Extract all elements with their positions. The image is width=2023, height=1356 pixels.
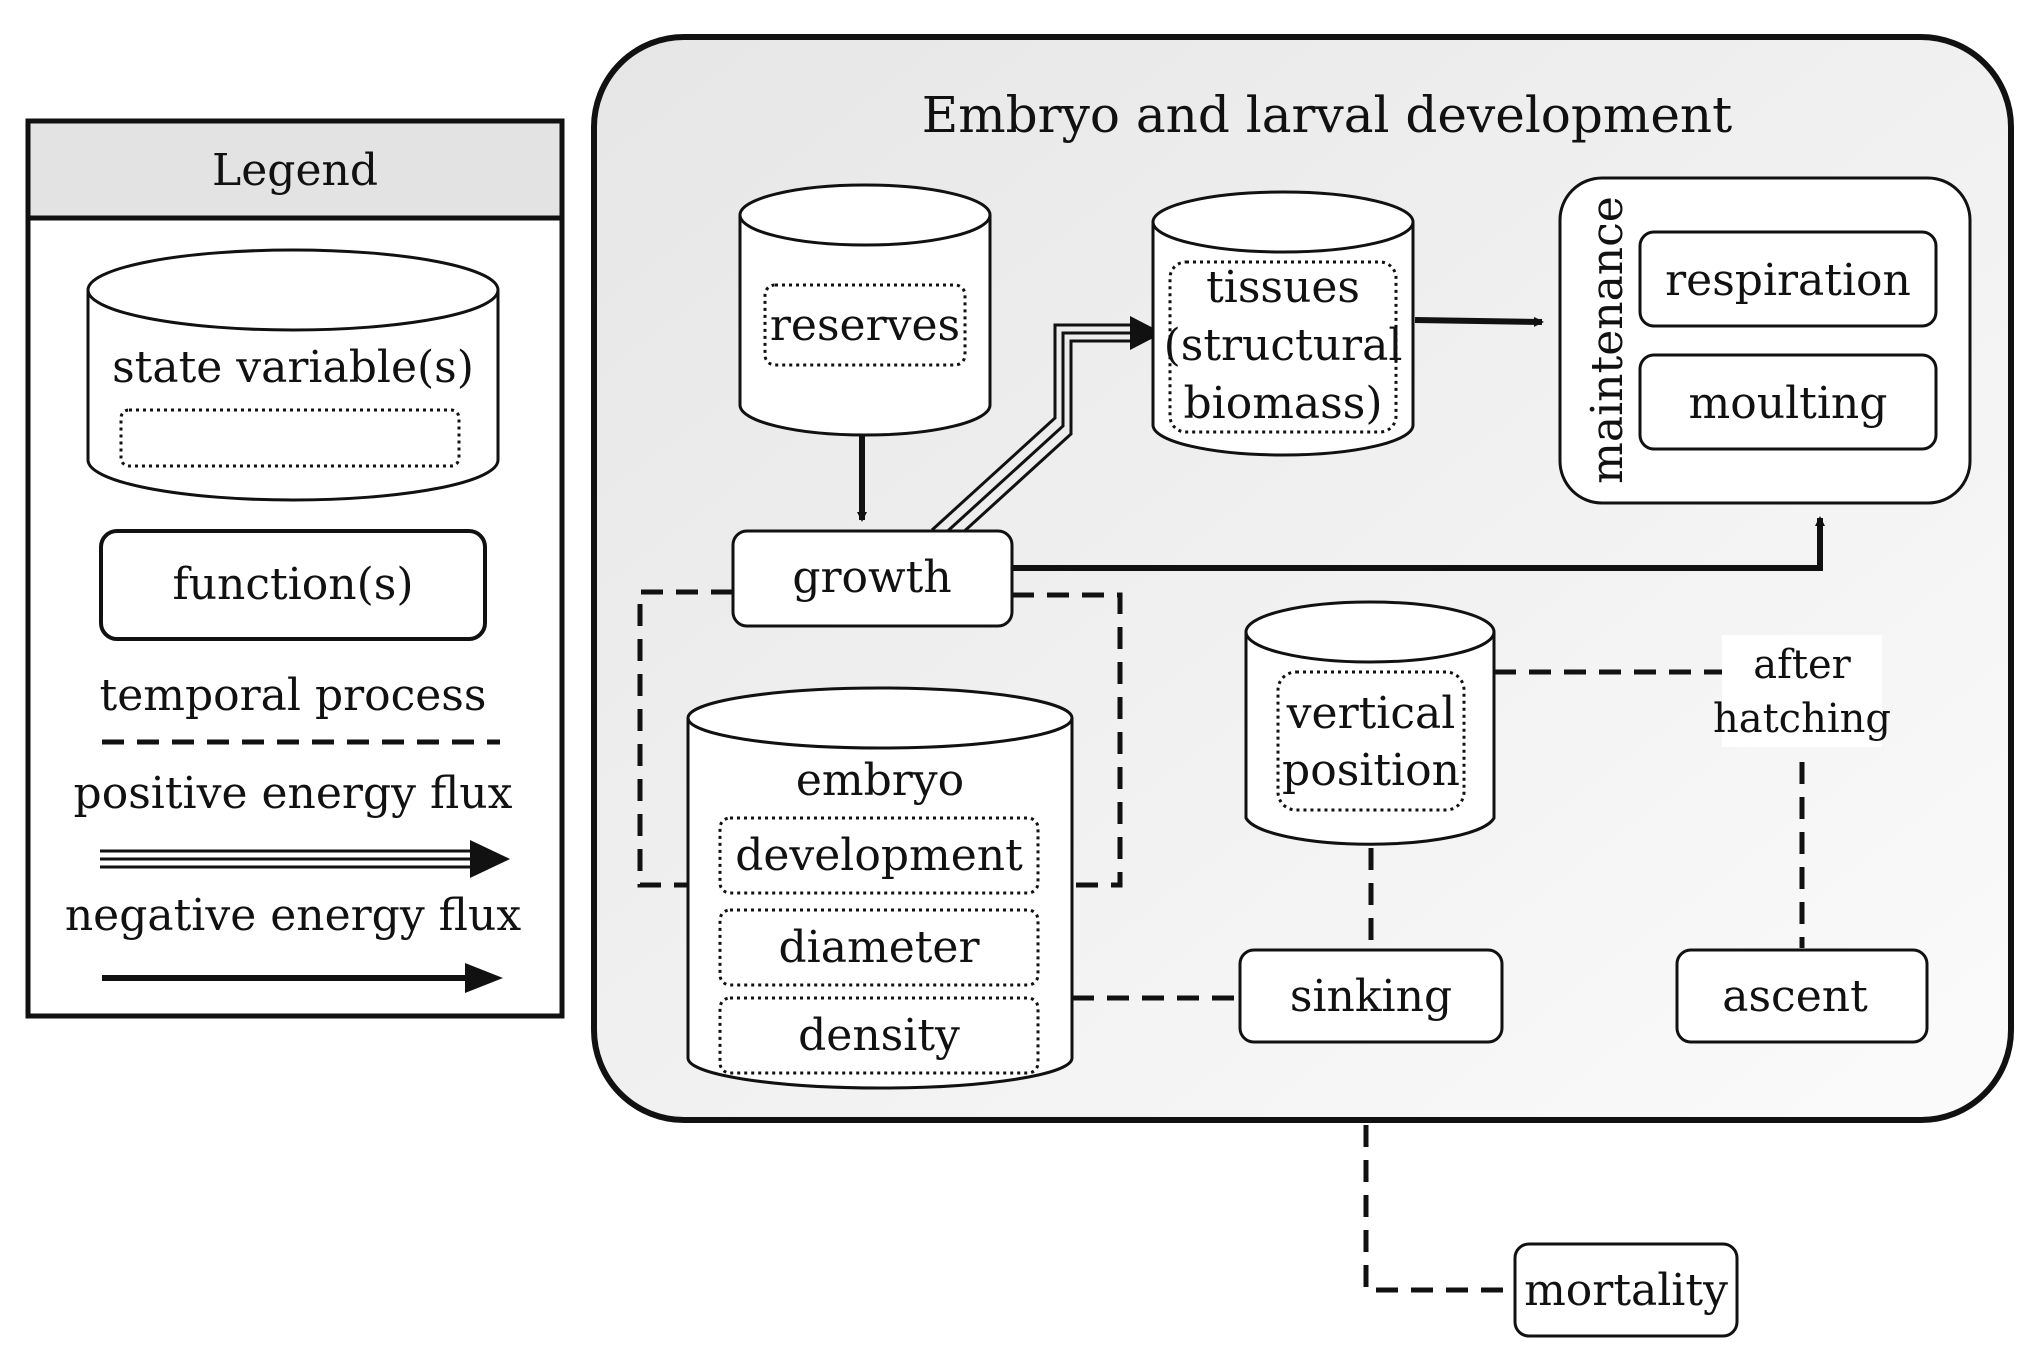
growth-embryo-temporal-loop — [637, 589, 733, 888]
respiration-label: respiration — [1665, 255, 1911, 306]
tissues-label-line1: tissues — [1206, 262, 1360, 313]
embryo-label: embryo — [796, 755, 964, 806]
ascent-node: ascent — [1675, 948, 1929, 1044]
vertical-position-node: vertical position — [1244, 600, 1496, 846]
panel-mortality-link — [1363, 1125, 1515, 1293]
tissues-label-line2: (structural — [1164, 320, 1403, 371]
growth-node: growth — [731, 529, 1014, 628]
growth-tissues-flux — [930, 316, 1163, 548]
sinking-label: sinking — [1290, 971, 1452, 1022]
moulting-label: moulting — [1689, 378, 1888, 429]
ascent-label: ascent — [1722, 971, 1868, 1022]
development-slot — [718, 816, 1040, 895]
development-label: development — [735, 830, 1023, 881]
respiration-box — [1638, 230, 1938, 328]
tissues-label-line3: biomass) — [1183, 378, 1382, 429]
after-hatching-line2: hatching — [1713, 696, 1891, 742]
maintenance-node: maintenance respiration moulting — [1558, 176, 1972, 505]
sinking-node: sinking — [1238, 948, 1504, 1044]
legend-function-label: function(s) — [172, 559, 413, 610]
vertical-position-slot — [1276, 670, 1466, 812]
growth-label: growth — [792, 552, 951, 603]
connectors — [637, 316, 1825, 1293]
diameter-slot — [718, 908, 1040, 987]
diameter-label: diameter — [779, 922, 981, 973]
tissues-slot — [1168, 260, 1398, 434]
after-hatching-label: after hatching — [1713, 635, 1891, 747]
legend-negative-arrow — [102, 963, 503, 993]
vertical-position-label-line1: vertical — [1286, 688, 1456, 739]
after-hatching-line1: after — [1753, 642, 1851, 688]
legend-header — [25, 118, 565, 221]
legend-title: Legend — [212, 145, 378, 196]
vertical-position-label-line2: position — [1282, 745, 1460, 796]
tissues-maintenance-flux — [1414, 316, 1544, 327]
mortality-label: mortality — [1524, 1265, 1728, 1316]
reserves-label: reserves — [770, 300, 960, 351]
reserves-slot — [763, 283, 967, 367]
ascent-box — [1675, 948, 1929, 1044]
density-label: density — [798, 1010, 960, 1061]
mortality-node: mortality — [1513, 1242, 1739, 1338]
maintenance-label: maintenance — [1582, 196, 1633, 484]
growth-embryo-temporal-loop-right — [1012, 592, 1123, 888]
tissues-node: tissues (structural biomass) — [1151, 190, 1415, 457]
growth-maintenance-flux — [1012, 516, 1825, 571]
legend-state-variable-slot — [119, 408, 461, 468]
panel-title: Embryo and larval development — [922, 86, 1732, 144]
legend: Legend state variable(s) function(s) tem… — [25, 118, 565, 1019]
sinking-box — [1238, 948, 1504, 1044]
moulting-box — [1638, 353, 1938, 451]
legend-positive-label: positive energy flux — [74, 768, 513, 819]
legend-temporal-label: temporal process — [100, 670, 487, 721]
legend-state-variable-cylinder: state variable(s) — [86, 248, 500, 502]
legend-function-box — [99, 529, 487, 641]
growth-box — [731, 529, 1014, 628]
density-slot — [718, 996, 1040, 1075]
embryo-node: embryo development diameter density — [686, 686, 1074, 1090]
legend-positive-arrow — [100, 840, 510, 878]
legend-negative-label: negative energy flux — [65, 890, 522, 941]
reserves-node: reserves — [738, 183, 992, 437]
legend-state-variable-label: state variable(s) — [112, 342, 474, 393]
mortality-box — [1513, 1242, 1739, 1338]
